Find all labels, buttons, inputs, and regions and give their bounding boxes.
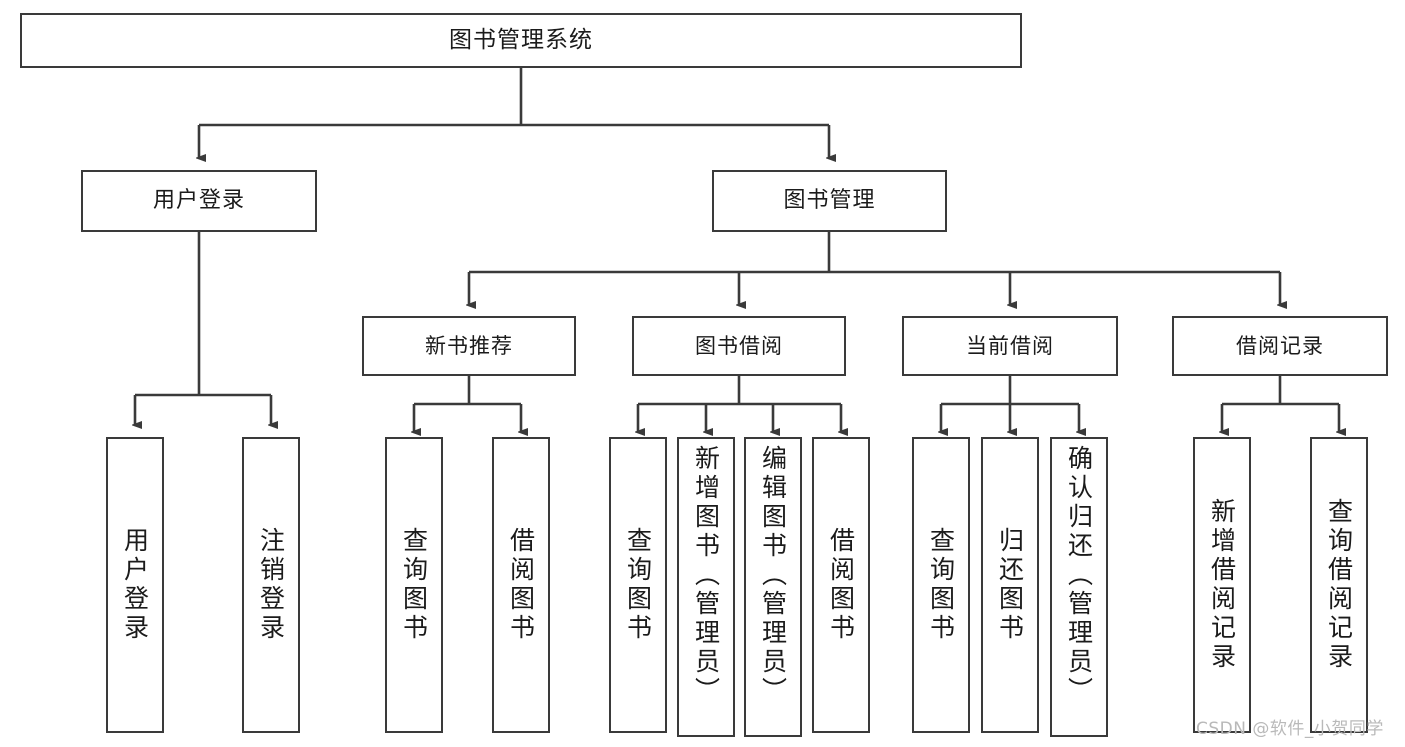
node-label: 新增借阅记录: [1207, 498, 1237, 672]
node-new-book-recommend[interactable]: 新书推荐: [362, 316, 576, 376]
leaf-newbook-query-book[interactable]: 查询图书: [385, 437, 443, 733]
leaf-user-login-login[interactable]: 用户登录: [106, 437, 164, 733]
node-root-book-management-system[interactable]: 图书管理系统: [20, 13, 1022, 68]
leaf-borrow-borrow-book[interactable]: 借阅图书: [812, 437, 870, 733]
leaf-newbook-borrow-book[interactable]: 借阅图书: [492, 437, 550, 733]
node-label: 图书管理系统: [449, 27, 593, 54]
node-label: 查询借阅记录: [1324, 498, 1354, 672]
node-current-borrow[interactable]: 当前借阅: [902, 316, 1118, 376]
node-label: 查询图书: [926, 527, 956, 643]
node-label: 用户登录: [152, 188, 245, 214]
node-user-login[interactable]: 用户登录: [81, 170, 317, 232]
node-label: 编辑图书（管理员）: [758, 445, 788, 706]
leaf-borrow-query-book[interactable]: 查询图书: [609, 437, 667, 733]
node-label: 借阅图书: [826, 527, 856, 643]
node-label: 注销登录: [256, 527, 286, 643]
leaf-borrow-add-book-admin[interactable]: 新增图书（管理员）: [677, 437, 735, 737]
leaf-current-confirm-return-admin[interactable]: 确认归还（管理员）: [1050, 437, 1108, 737]
node-label: 当前借阅: [966, 333, 1054, 358]
leaf-current-query-book[interactable]: 查询图书: [912, 437, 970, 733]
leaf-user-login-logout[interactable]: 注销登录: [242, 437, 300, 733]
node-book-borrow[interactable]: 图书借阅: [632, 316, 846, 376]
node-book-management[interactable]: 图书管理: [712, 170, 947, 232]
node-label: 确认归还（管理员）: [1064, 445, 1094, 706]
node-label: 查询图书: [399, 527, 429, 643]
node-label: 新书推荐: [425, 333, 513, 358]
leaf-record-add-borrow-record[interactable]: 新增借阅记录: [1193, 437, 1251, 733]
node-label: 借阅图书: [506, 527, 536, 643]
node-label: 借阅记录: [1236, 333, 1324, 358]
node-label: 新增图书（管理员）: [691, 445, 721, 706]
leaf-borrow-edit-book-admin[interactable]: 编辑图书（管理员）: [744, 437, 802, 737]
leaf-record-query-borrow-record[interactable]: 查询借阅记录: [1310, 437, 1368, 733]
watermark: CSDN @软件_小贺同学: [1196, 719, 1384, 739]
node-label: 用户登录: [120, 527, 150, 643]
node-label: 图书管理: [783, 188, 876, 214]
node-label: 图书借阅: [695, 333, 783, 358]
leaf-current-return-book[interactable]: 归还图书: [981, 437, 1039, 733]
node-borrow-record[interactable]: 借阅记录: [1172, 316, 1388, 376]
node-label: 查询图书: [623, 527, 653, 643]
node-label: 归还图书: [995, 527, 1025, 643]
